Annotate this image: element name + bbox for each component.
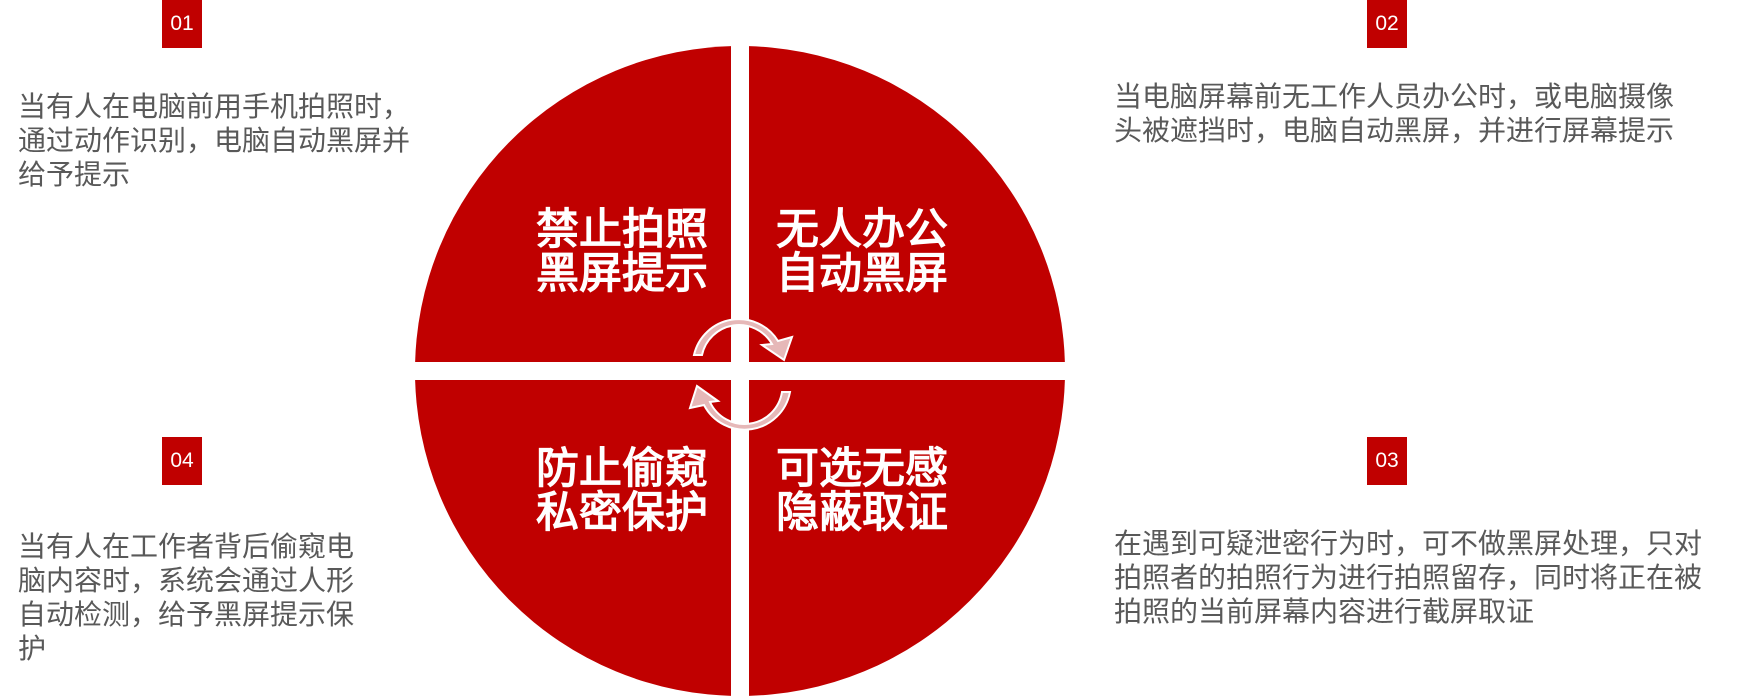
number-badge-01: 01 xyxy=(162,0,202,48)
quadrant-wheel: 禁止拍照 黑屏提示 无人办公 自动黑屏 防止偷窥 私密保护 可选无感 隐蔽取证 xyxy=(415,46,1065,696)
cycle-arrow-top-body xyxy=(692,318,794,362)
quadrant-title-04-line2: 私密保护 xyxy=(536,488,708,538)
quadrant-title-01-line1: 禁止拍照 xyxy=(536,205,708,255)
quadrant-title-03-line2: 隐蔽取证 xyxy=(776,488,948,538)
quadrant-top-left xyxy=(415,46,731,362)
description-02: 当电脑屏幕前无工作人员办公时，或电脑摄像头被遮挡时，电脑自动黑屏，并进行屏幕提示 xyxy=(1114,80,1675,147)
quadrant-title-02-line1: 无人办公 xyxy=(776,205,948,255)
description-03: 在遇到可疑泄密行为时，可不做黑屏处理，只对拍照者的拍照行为进行拍照留存，同时将正… xyxy=(1114,527,1703,628)
cycle-arrow-bottom-icon xyxy=(688,384,792,431)
cycle-arrow-bottom-body xyxy=(688,384,792,431)
number-badge-02: 02 xyxy=(1367,0,1407,48)
cycle-arrow-top-icon xyxy=(692,318,794,362)
quadrant-title-03-line1: 可选无感 xyxy=(776,444,948,494)
quadrant-title-02-line2: 自动黑屏 xyxy=(776,249,948,299)
number-badge-04: 04 xyxy=(162,437,202,485)
quadrant-title-01-line2: 黑屏提示 xyxy=(536,249,708,299)
quadrant-top-right xyxy=(749,46,1065,362)
quadrant-bottom-left xyxy=(415,380,731,696)
quadrant-title-04-line1: 防止偷窥 xyxy=(536,444,708,494)
description-01: 当有人在电脑前用手机拍照时，通过动作识别，电脑自动黑屏并给予提示 xyxy=(18,90,411,191)
quadrant-bottom-right xyxy=(749,380,1065,696)
number-badge-03: 03 xyxy=(1367,437,1407,485)
description-04: 当有人在工作者背后偷窥电脑内容时，系统会通过人形自动检测，给予黑屏提示保护 xyxy=(18,530,355,665)
